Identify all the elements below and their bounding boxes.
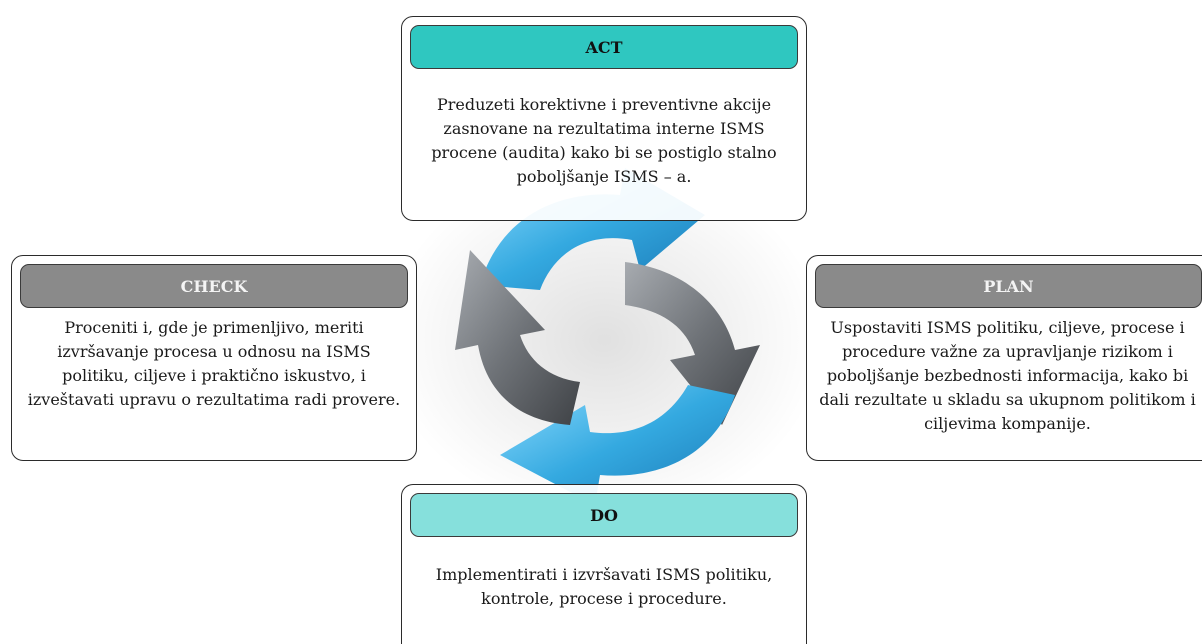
check-description: Proceniti i, gde je primenljivo, meriti … <box>27 318 401 409</box>
do-title: DO <box>410 493 798 537</box>
arrow-bottom-icon <box>500 385 735 505</box>
plan-title: PLAN <box>815 264 1202 308</box>
arrow-right-icon <box>625 262 760 425</box>
do-description: Implementirati i izvršavati ISMS politik… <box>435 565 773 608</box>
act-panel: ACT Preduzeti korektivne i preventivne a… <box>401 16 807 221</box>
plan-description: Uspostaviti ISMS politiku, ciljeve, proc… <box>819 318 1196 433</box>
act-description: Preduzeti korektivne i preventivne akcij… <box>431 95 777 186</box>
check-title: CHECK <box>20 264 408 308</box>
do-panel: DO Implementirati i izvršavati ISMS poli… <box>401 484 807 644</box>
check-panel: CHECK Proceniti i, gde je primenljivo, m… <box>11 255 417 461</box>
plan-panel: PLAN Uspostaviti ISMS politiku, ciljeve,… <box>806 255 1202 461</box>
arrow-left-icon <box>455 250 580 425</box>
act-title: ACT <box>410 25 798 69</box>
